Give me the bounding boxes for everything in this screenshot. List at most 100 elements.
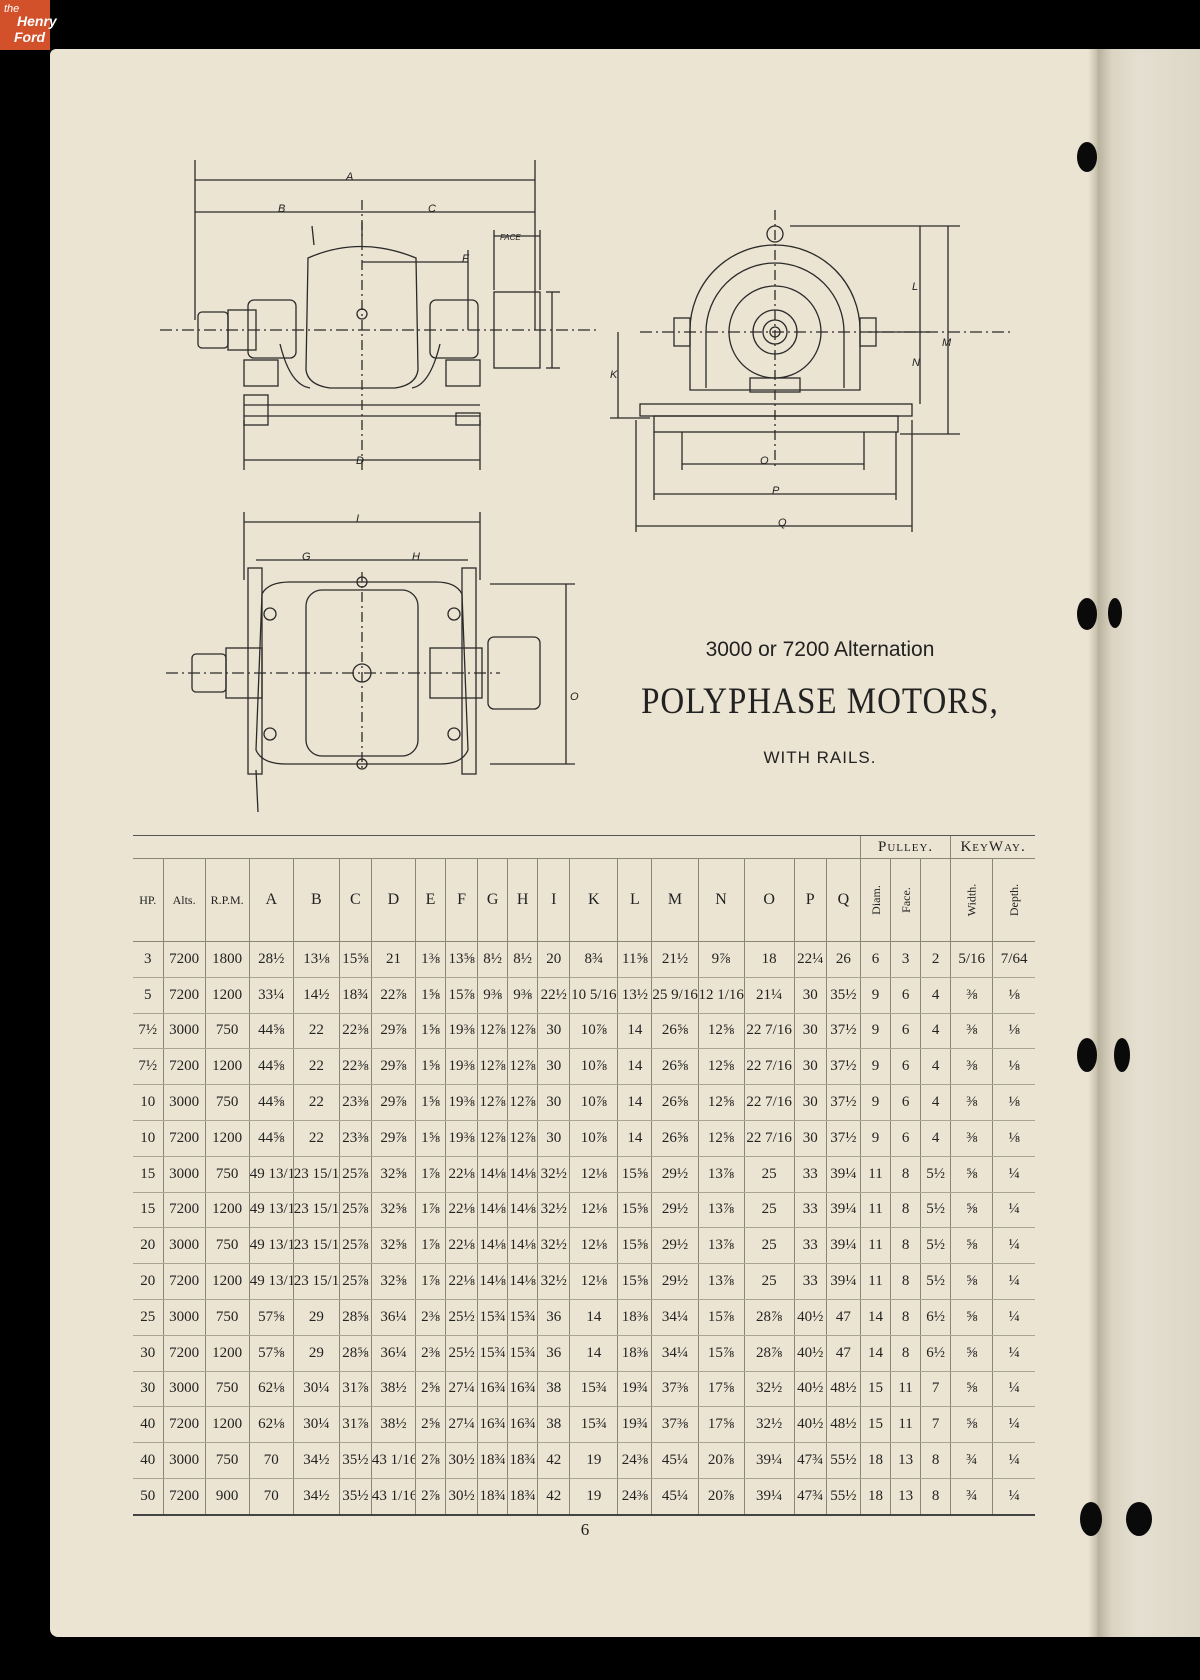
table-cell: 39¼ [825, 1263, 861, 1300]
table-cell: 49 13/16 [248, 1263, 294, 1300]
table-cell: 6 [859, 941, 891, 978]
table-cell: 11⅝ [617, 941, 652, 978]
table-cell: 22 7/16 [743, 1120, 795, 1157]
table-cell: 26⅝ [651, 1084, 698, 1121]
table-cell: 13 [890, 1442, 921, 1479]
table-cell: 6½ [920, 1299, 951, 1336]
svg-text:L: L [912, 281, 918, 293]
table-cell: 22 [292, 1084, 340, 1121]
svg-text:C: C [428, 203, 436, 215]
table-cell: ¼ [992, 1299, 1035, 1336]
table-cell: 39¼ [825, 1227, 861, 1265]
table-cell: 32⅝ [370, 1227, 416, 1265]
logo-the: the [4, 3, 20, 15]
table-cell: 27¼ [445, 1371, 478, 1408]
table-cell: 10⅞ [569, 1048, 618, 1086]
table-cell: 12⅞ [507, 1084, 538, 1121]
table-cell: 14⅛ [477, 1263, 508, 1300]
table-cell: 14 [569, 1299, 618, 1336]
table-cell: ⅛ [992, 1084, 1035, 1121]
table-cell: 19⅜ [445, 1120, 478, 1157]
table-cell: 26⅝ [651, 1048, 698, 1086]
table-cell: 15⅞ [697, 1335, 745, 1372]
table-cell: 1200 [204, 1406, 250, 1444]
table-cell: 8½ [507, 941, 538, 978]
table-cell: ⅝ [950, 1371, 993, 1408]
table-cell: 22⅜ [338, 1013, 372, 1050]
table-cell: 32⅝ [370, 1156, 416, 1193]
table-cell: ¼ [992, 1335, 1035, 1372]
table-cell: 17⅝ [697, 1406, 745, 1444]
table-cell: 47 [825, 1299, 861, 1336]
table-cell: 55½ [825, 1478, 861, 1516]
table-cell: 16¾ [477, 1371, 508, 1408]
end-elevation-drawing [610, 210, 1010, 532]
column-header: Width. [950, 858, 993, 942]
table-top-rule [133, 835, 1035, 836]
table-cell: 19⅜ [445, 1084, 478, 1121]
table-cell: 20 [133, 1263, 164, 1300]
table-cell: 31⅞ [338, 1406, 372, 1444]
table-cell: 30 [133, 1335, 164, 1372]
table-cell: 62⅛ [248, 1406, 294, 1444]
table-cell: 24⅜ [617, 1442, 652, 1479]
table-cell: 5½ [920, 1156, 951, 1193]
table-cell: 37½ [825, 1084, 861, 1121]
table-cell: ¼ [992, 1227, 1035, 1265]
table-cell: 70 [248, 1478, 294, 1516]
table-cell: 29⅞ [370, 1048, 416, 1086]
table-cell: 3000 [162, 1227, 206, 1265]
table-cell: 30 [793, 1084, 827, 1121]
svg-text:N: N [912, 357, 920, 369]
table-cell: 32⅝ [370, 1263, 416, 1300]
table-cell: 13 [890, 1478, 921, 1516]
table-cell: ⅝ [950, 1156, 993, 1193]
table-cell: 15 [133, 1156, 164, 1193]
table-cell: 7200 [162, 1120, 206, 1157]
table-cell: 7200 [162, 1406, 206, 1444]
column-header: M [651, 858, 698, 942]
table-cell: 3000 [162, 1371, 206, 1408]
table-cell: 21 [370, 941, 416, 978]
table-cell: 15⅞ [445, 977, 478, 1014]
table-cell: 3000 [162, 1013, 206, 1050]
table-cell: 32½ [537, 1156, 570, 1193]
table-cell: 32½ [537, 1263, 570, 1300]
table-cell: 12⅛ [569, 1192, 618, 1229]
table-cell: 38 [537, 1406, 570, 1444]
table-cell: 36¼ [370, 1335, 416, 1372]
table-cell: 39¼ [825, 1156, 861, 1193]
table-cell: 12⅞ [507, 1120, 538, 1157]
table-cell: 27¼ [445, 1406, 478, 1444]
table-cell: 30¼ [292, 1406, 340, 1444]
table-cell: 11 [890, 1406, 921, 1444]
table-cell: 26⅝ [651, 1013, 698, 1050]
table-cell: 15 [133, 1192, 164, 1229]
table-cell: 15⅝ [617, 1227, 652, 1265]
table-cell: 1⅞ [414, 1156, 446, 1193]
table-cell: 4 [920, 1013, 951, 1050]
table-cell: 9 [859, 1084, 891, 1121]
table-cell: 1⅝ [414, 1120, 446, 1157]
table-cell: 1⅞ [414, 1227, 446, 1265]
table-cell: 750 [204, 1156, 250, 1193]
table-cell: 44⅝ [248, 1048, 294, 1086]
table-cell: 750 [204, 1084, 250, 1121]
table-cell: 16¾ [507, 1406, 538, 1444]
table-cell: 29 [292, 1335, 340, 1372]
table-cell: 4 [920, 1084, 951, 1121]
table-cell: ⅝ [950, 1192, 993, 1229]
table-cell: 8 [920, 1442, 951, 1479]
table-cell: 30 [793, 1013, 827, 1050]
table-cell: 21½ [651, 941, 698, 978]
table-cell: 7200 [162, 1335, 206, 1372]
table-cell: ⅝ [950, 1406, 993, 1444]
table-cell: 7200 [162, 977, 206, 1014]
table-cell: 11 [859, 1192, 891, 1229]
table-cell: 15⅝ [338, 941, 372, 978]
table-cell: 7/64 [992, 941, 1035, 978]
table-cell: 26 [825, 941, 861, 978]
